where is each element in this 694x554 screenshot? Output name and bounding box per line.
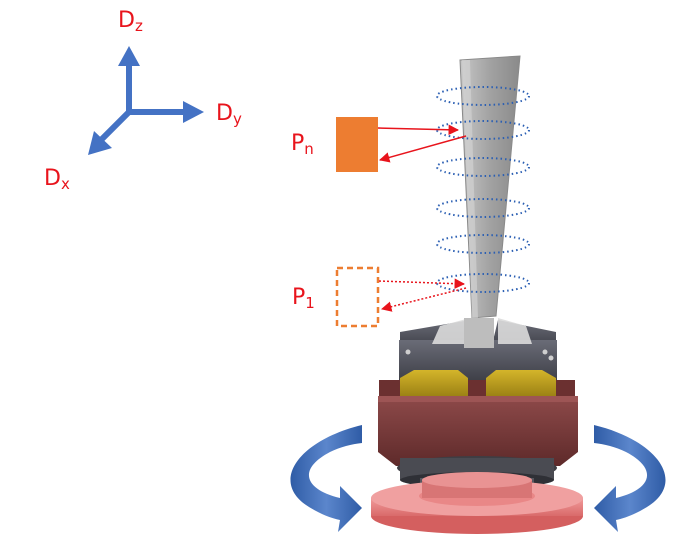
yellow-clamps bbox=[379, 370, 575, 402]
probe-pn-beam-out bbox=[377, 124, 460, 136]
scan-ellipses bbox=[436, 86, 530, 293]
probe-p1-box bbox=[335, 266, 380, 328]
probe-pn-box bbox=[336, 117, 378, 172]
rotation-arrow-right bbox=[594, 425, 666, 532]
axis-x-line bbox=[97, 107, 134, 144]
coordinate-axes bbox=[88, 46, 204, 155]
probe-pn-beam-return bbox=[378, 135, 467, 163]
probe-p1-beam-out bbox=[378, 278, 466, 289]
scan-ellipse bbox=[436, 198, 530, 218]
scan-ellipse bbox=[436, 157, 530, 177]
axis-y-label: Dy bbox=[216, 101, 242, 128]
scan-ellipse bbox=[436, 86, 530, 106]
probe-p1-beam-return bbox=[380, 287, 467, 312]
scan-ellipse bbox=[436, 234, 530, 254]
axis-y-arrowhead bbox=[183, 101, 204, 123]
turbine-blade bbox=[459, 55, 521, 319]
probe-pn-label: Pn bbox=[291, 131, 314, 158]
turntable-plate bbox=[371, 472, 583, 534]
scan-ellipse bbox=[436, 120, 530, 140]
rotation-arrow-left bbox=[290, 425, 362, 532]
probe-p1-label: P1 bbox=[292, 285, 315, 312]
axis-x-label: Dx bbox=[44, 166, 70, 193]
scan-ellipse bbox=[436, 273, 530, 293]
axis-x-arrowhead bbox=[88, 131, 112, 155]
axis-z-arrowhead bbox=[118, 46, 140, 66]
axis-z-label: Dz bbox=[118, 8, 143, 35]
